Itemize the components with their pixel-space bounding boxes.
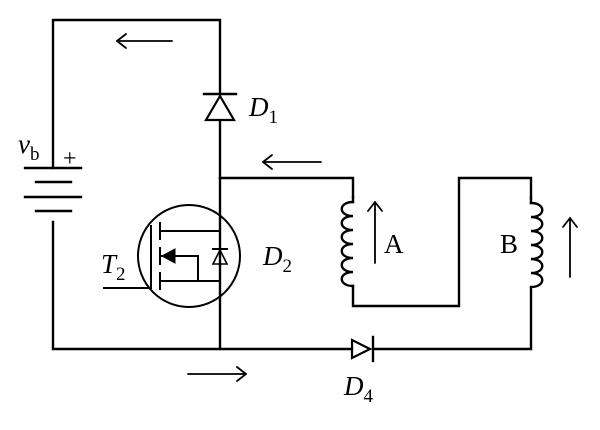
label-d2-sub: 2	[282, 256, 293, 277]
label-vb-sub: b	[29, 144, 40, 165]
arrow-coil-b-up	[562, 217, 578, 278]
label-d1-main: D	[249, 92, 269, 122]
label-d2: D2	[263, 241, 293, 277]
coil-a-top-wire	[218, 176, 355, 199]
label-t2: T2	[101, 249, 126, 285]
label-d4: D4	[344, 371, 374, 407]
label-d1: D1	[249, 92, 279, 128]
bottom-wire-left	[51, 220, 354, 351]
diode-d4	[350, 335, 375, 363]
label-vb-main: v	[18, 129, 30, 159]
arrow-bottom-right	[187, 366, 247, 382]
label-d2-main: D	[263, 241, 283, 271]
coil-a	[340, 195, 355, 288]
label-d4-sub: 4	[363, 386, 374, 407]
arrow-middle-left	[262, 154, 322, 170]
label-vb: vb	[18, 129, 40, 165]
coil-link-wire	[351, 176, 533, 308]
label-d4-main: D	[344, 371, 364, 401]
battery-vb	[23, 166, 83, 213]
top-wire	[51, 18, 222, 170]
label-d1-sub: 1	[268, 107, 279, 128]
transistor-t2	[103, 204, 241, 308]
label-a: A	[384, 229, 404, 259]
arrow-top-left	[116, 33, 173, 49]
label-t2-main: T	[101, 249, 117, 279]
wires	[51, 18, 533, 351]
body-diode-d2	[211, 248, 229, 265]
label-plus: +	[63, 146, 77, 172]
coil-b	[529, 196, 544, 289]
label-t2-sub: 2	[116, 264, 126, 285]
arrow-coil-a-up	[367, 201, 383, 264]
bottom-wire-right	[372, 286, 533, 351]
diode-d1	[202, 92, 238, 122]
label-b: B	[500, 229, 519, 259]
